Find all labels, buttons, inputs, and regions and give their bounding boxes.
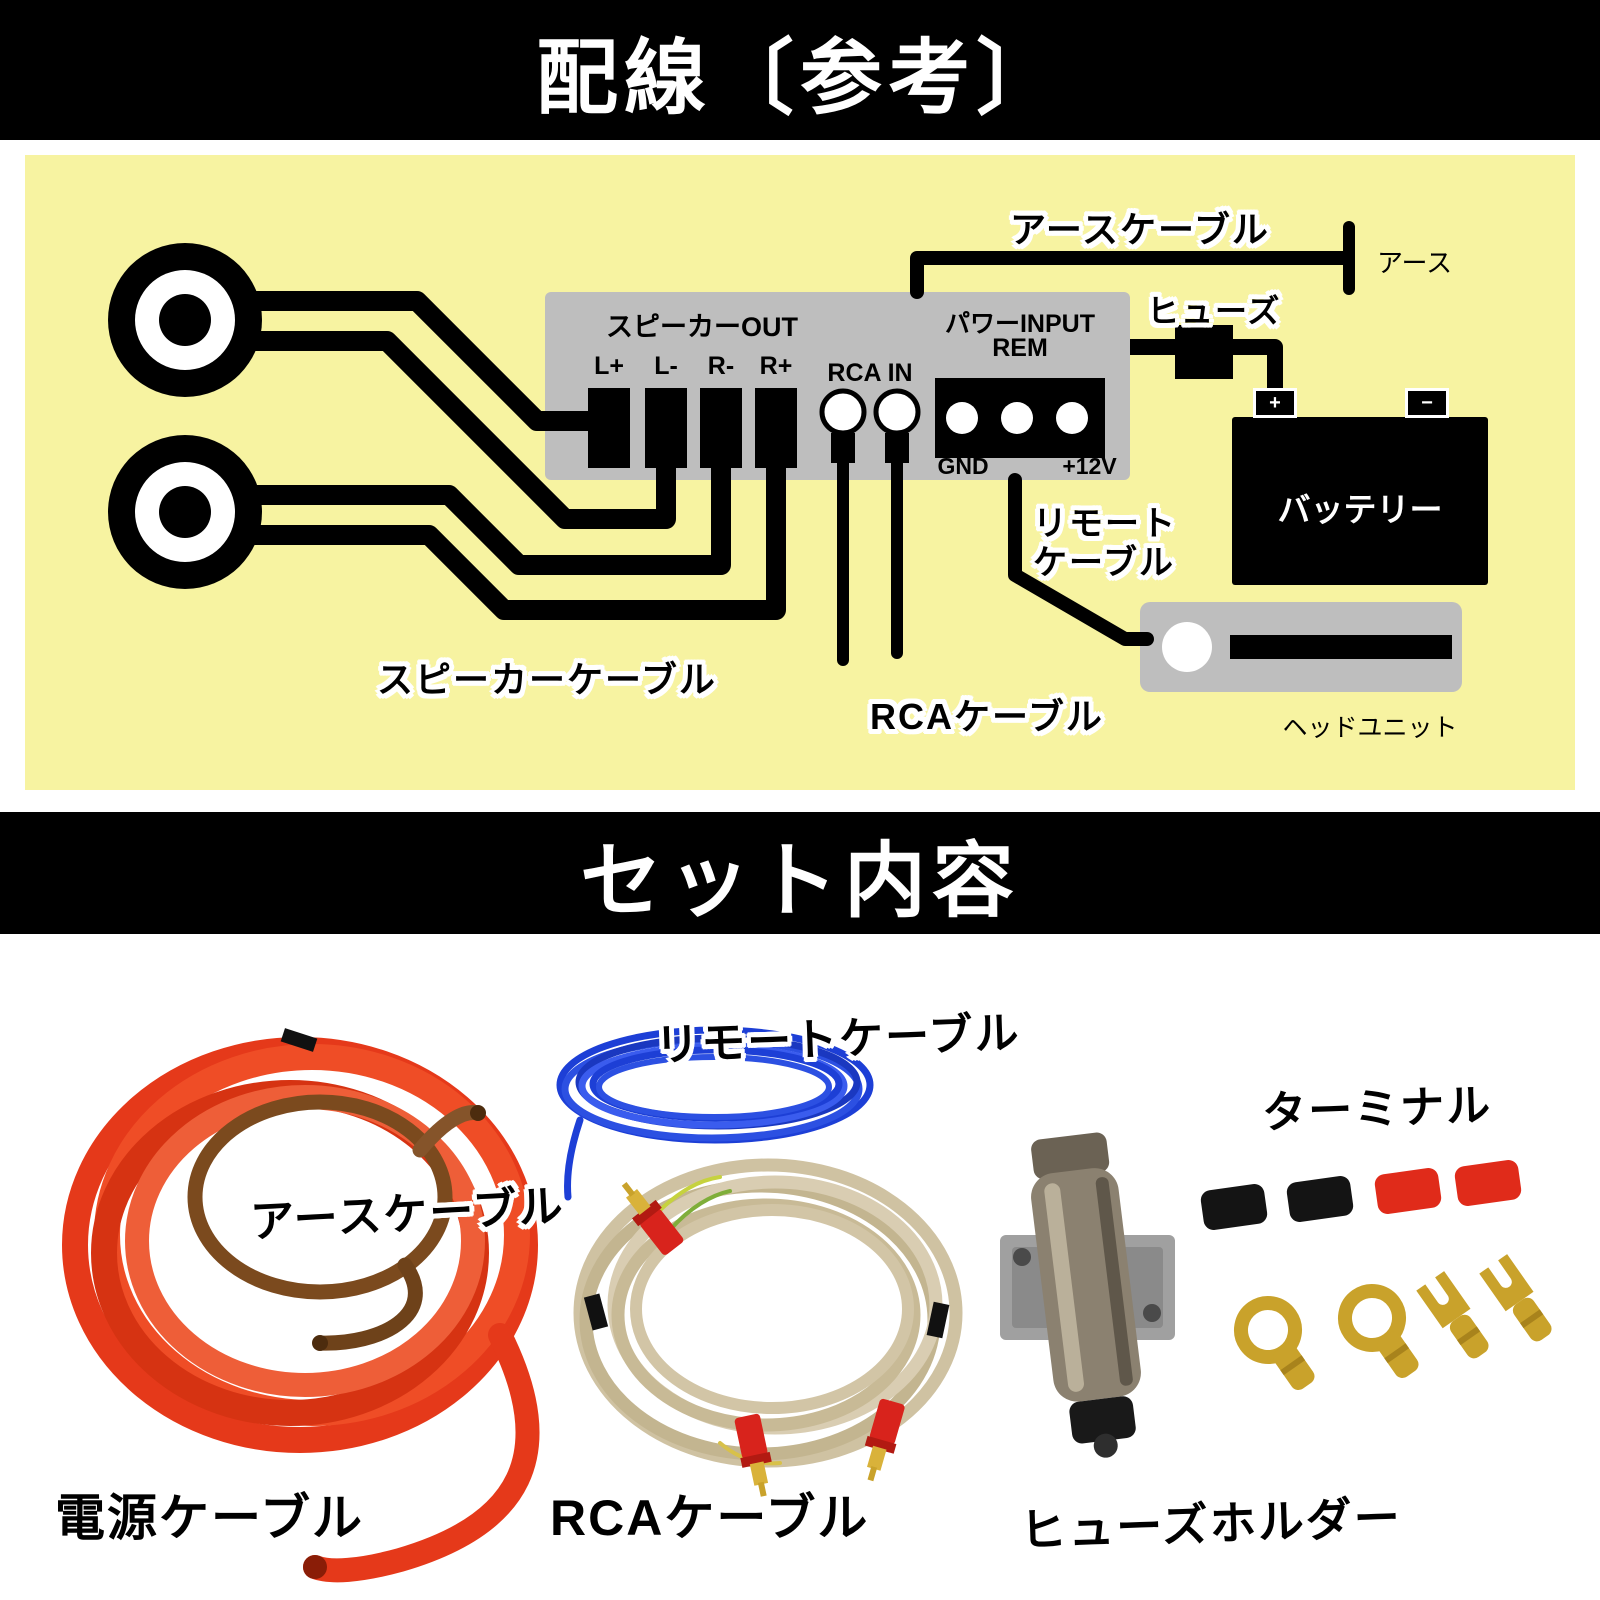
speaker-wire-4	[245, 445, 786, 620]
head-unit-knob	[1162, 622, 1212, 672]
contents-section-banner: セット内容	[0, 812, 1600, 934]
battery-box	[1232, 417, 1488, 585]
rem-label: REM	[992, 334, 1048, 362]
terminal-label-r-minus: R-	[707, 352, 735, 380]
rca-jacks	[819, 388, 921, 463]
heat-shrink-black-2	[1286, 1176, 1354, 1222]
wiring-section-banner: 配線〔参考〕	[0, 0, 1600, 140]
rca-connector-3	[864, 1398, 905, 1482]
gold-lugs	[1234, 1254, 1552, 1391]
terminal-label-l-minus: L-	[654, 352, 678, 380]
rca-connector-1	[621, 1182, 684, 1255]
rca-wires	[837, 449, 903, 666]
speaker-out-terminals	[588, 388, 797, 468]
terminal-product-label: ターミナル	[1261, 1080, 1493, 1138]
rca-cable-tie-right	[926, 1301, 950, 1339]
heat-shrink-red-2	[1454, 1160, 1522, 1206]
head-unit-box	[1140, 602, 1462, 692]
power-cable-end	[303, 1555, 327, 1579]
ring-terminal-1	[1234, 1296, 1315, 1391]
set-contents: アースケーブル リモートケーブル ターミナル 電源ケーブル RCAケーブル ヒュ…	[0, 935, 1600, 1600]
speaker-wire-3	[245, 445, 731, 575]
heat-shrink-tubes	[1200, 1160, 1522, 1230]
remote-cable-line1: リモート	[1033, 505, 1177, 543]
wiring-banner-title: 配線〔参考〕	[535, 32, 1064, 124]
plus12v-label: +12V	[1062, 453, 1117, 479]
wiring-diagram-graphics	[108, 221, 1488, 692]
set-contents-graphics	[62, 1021, 1552, 1583]
head-unit-label: ヘッドユニット	[1282, 714, 1458, 742]
rca-connector-2	[734, 1413, 772, 1497]
rca-cable-tie-left	[583, 1293, 609, 1331]
speaker-top	[108, 243, 262, 397]
speaker-out-label: スピーカーOUT	[606, 312, 798, 342]
gnd-label: GND	[937, 453, 989, 479]
wiring-diagram: スピーカーOUT L+ L- R- R+ RCA IN パワーINPUT REM…	[25, 155, 1575, 790]
power-cable-tie	[280, 1028, 318, 1052]
contents-banner-title: セット内容	[579, 835, 1020, 927]
remote-cable-product-label: リモートケーブル	[654, 1008, 1022, 1071]
fork-terminal-1	[1416, 1271, 1489, 1359]
terminal-label-l-plus: L+	[594, 352, 624, 380]
speaker-wire-2	[245, 331, 676, 529]
rca-plug-right	[885, 433, 909, 463]
heat-shrink-black-1	[1200, 1184, 1268, 1230]
remote-cable-diagram-label: リモート ケーブル	[1033, 505, 1177, 583]
rca-cable-diagram-label: RCAケーブル	[870, 696, 1104, 737]
fork-terminal-2	[1479, 1254, 1552, 1342]
rca-cable-photo	[573, 1158, 963, 1497]
remote-wire	[1008, 473, 1154, 646]
rca-plug-left	[831, 433, 855, 463]
power-cable-product-label: 電源ケーブル	[55, 1490, 364, 1546]
fuse-holder-photo	[1000, 1132, 1175, 1458]
battery-plus-terminal: +	[1253, 388, 1297, 418]
earth-cable-photo	[187, 1094, 486, 1351]
power-input-label: パワーINPUT	[944, 310, 1095, 338]
fuse-box	[1175, 325, 1233, 379]
heat-shrink-red-1	[1374, 1168, 1442, 1214]
speaker-bottom	[108, 435, 262, 589]
head-unit-slot	[1230, 635, 1452, 659]
power-input-block	[935, 378, 1105, 458]
remote-cable-line2: ケーブル	[1033, 544, 1175, 583]
earth-label: アース	[1377, 248, 1453, 278]
battery-minus-terminal: −	[1405, 388, 1449, 418]
fuse-holder-product-label: ヒューズホルダー	[1019, 1491, 1403, 1557]
earth-cable-diagram-label: アースケーブル	[1010, 209, 1270, 250]
terminal-label-r-plus: R+	[759, 352, 793, 380]
battery-minus-sign: −	[1421, 391, 1433, 414]
fuse-holder-body	[1031, 1132, 1141, 1458]
rca-cable-product-label: RCAケーブル	[550, 1490, 870, 1546]
rca-in-label: RCA IN	[827, 359, 913, 387]
remote-cable-tie	[705, 1021, 725, 1049]
remote-cable-photo	[556, 1021, 874, 1201]
speaker-cable-label: スピーカーケーブル	[377, 659, 717, 700]
battery-label: バッテリー	[1277, 491, 1443, 528]
battery-plus-sign: +	[1269, 391, 1281, 414]
fuse-label: ヒューズ	[1147, 293, 1282, 329]
ring-terminal-2	[1338, 1284, 1419, 1379]
earth-wire	[910, 221, 1355, 299]
